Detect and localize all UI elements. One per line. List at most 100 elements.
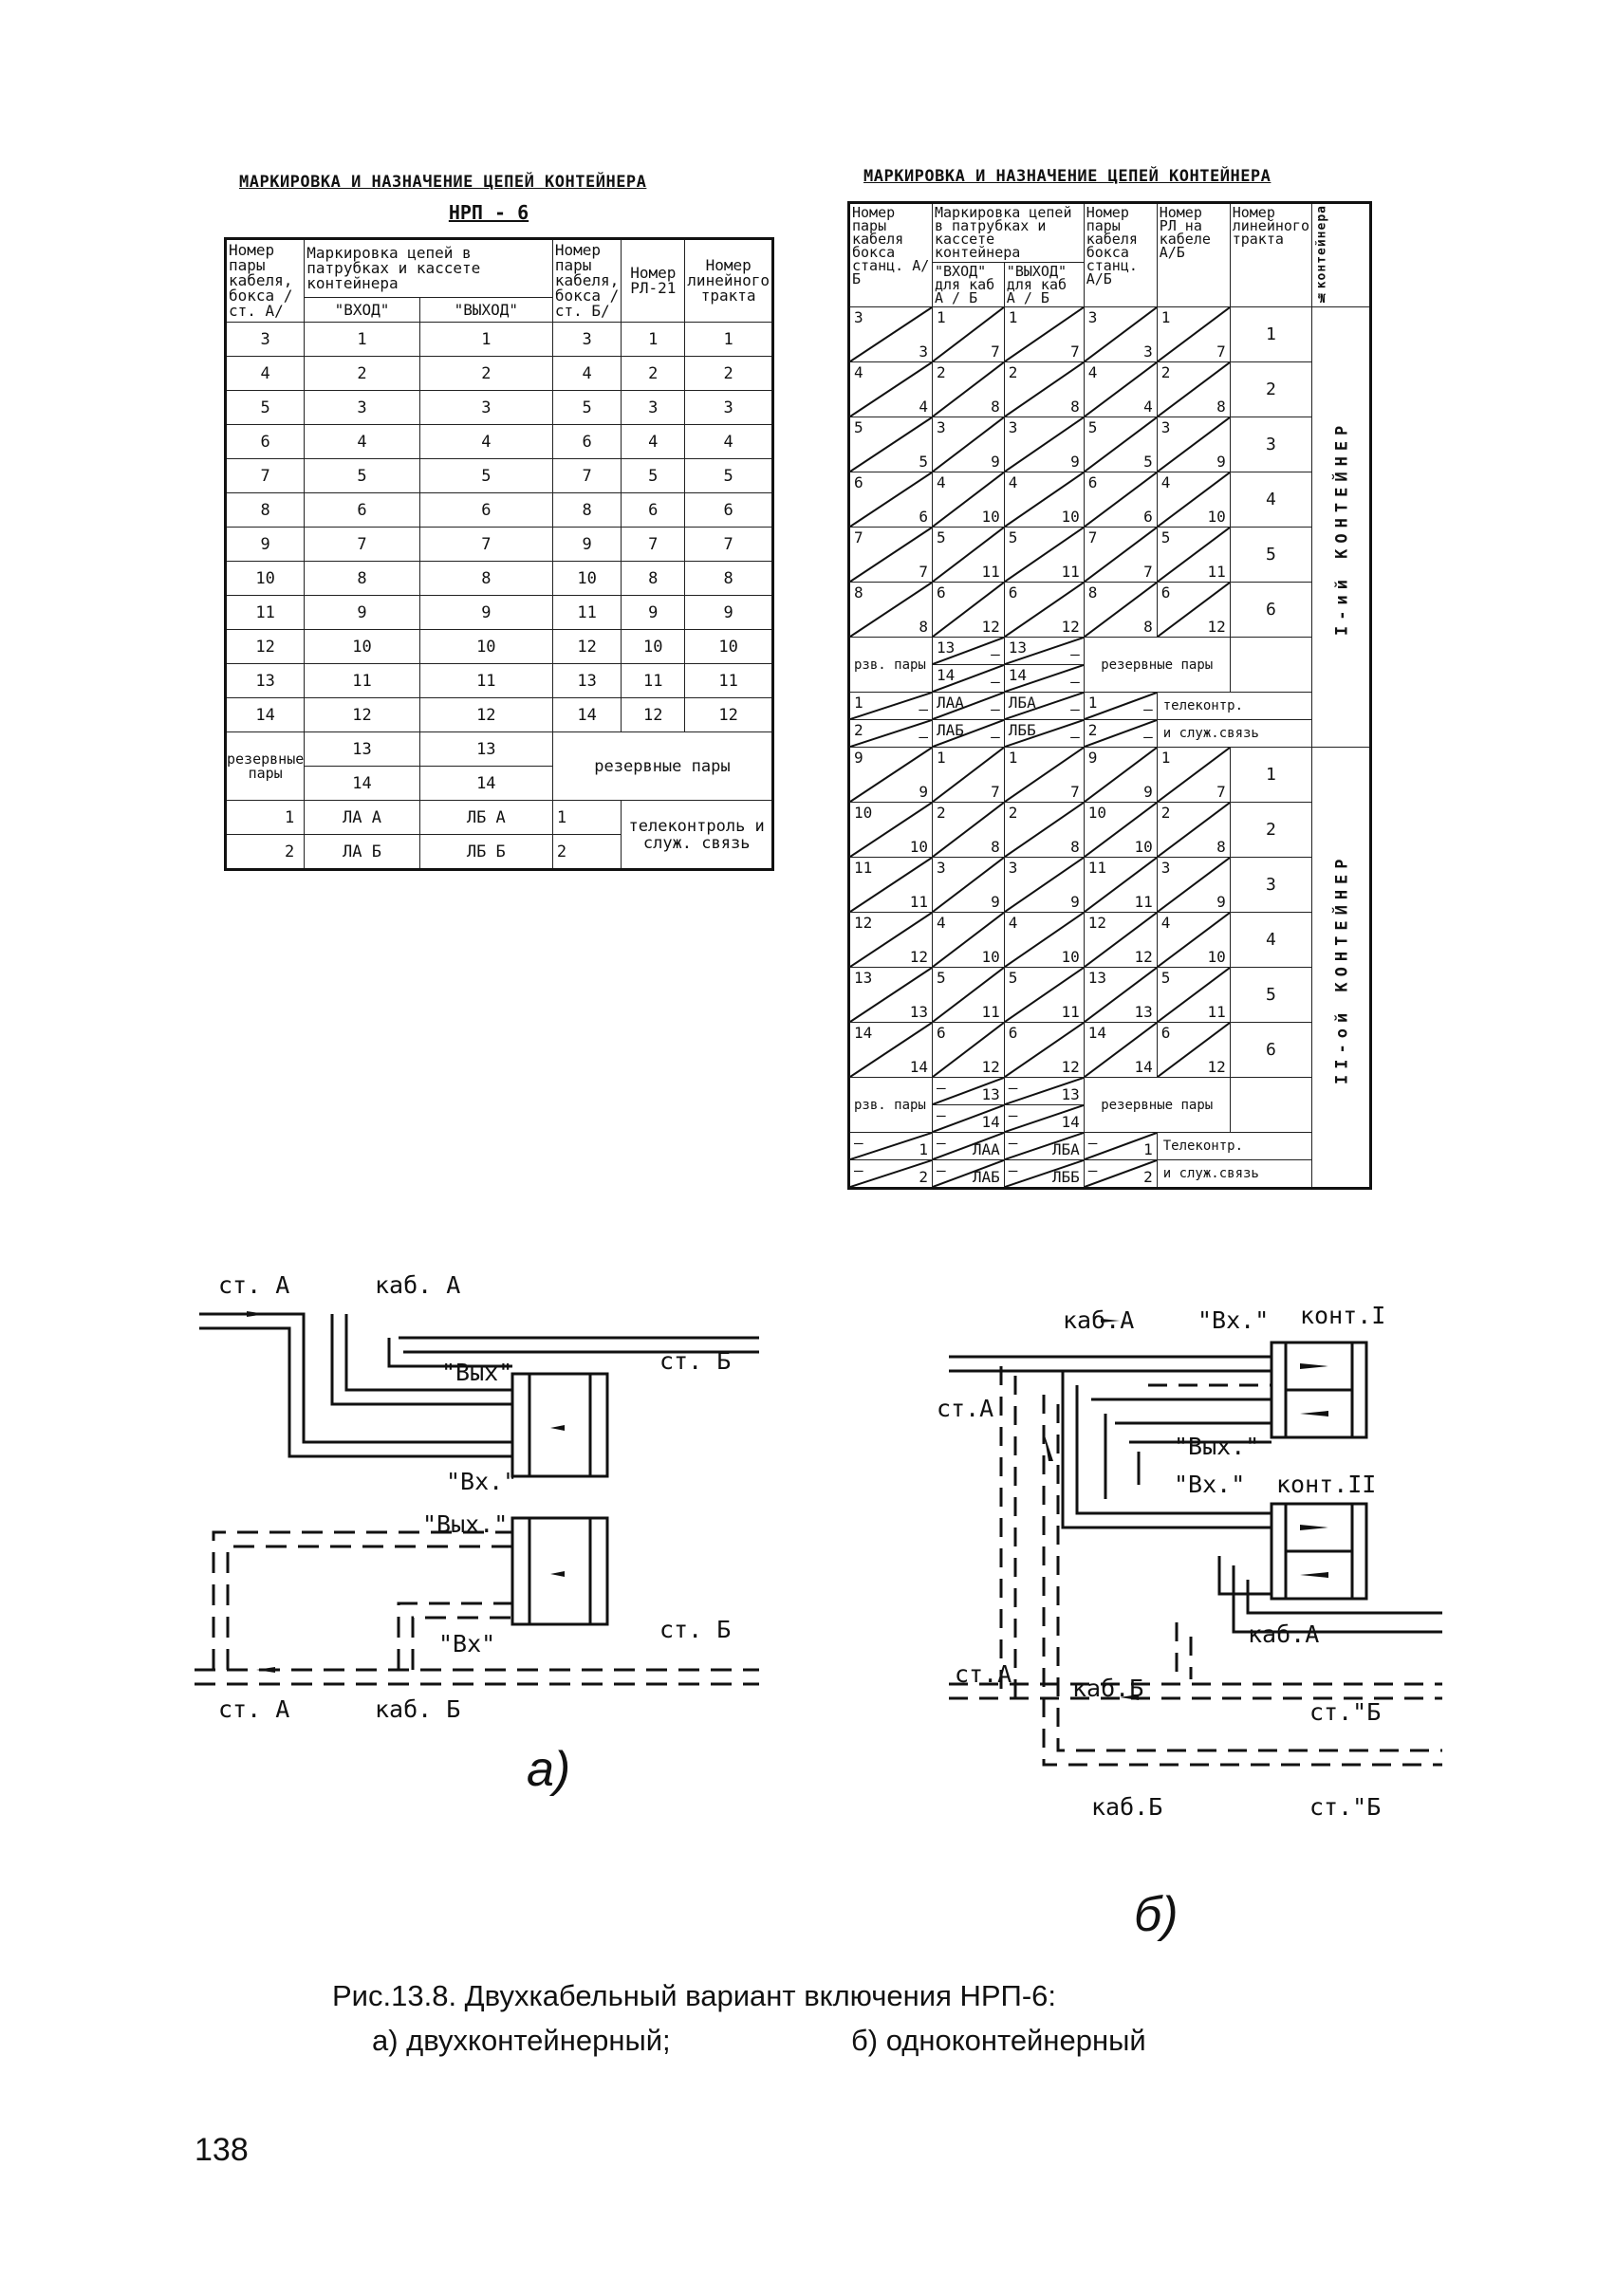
cell-diagonal: [850, 1133, 932, 1159]
table-cell: 4: [684, 424, 773, 459]
table-cell: 6: [1229, 1022, 1313, 1079]
reserve-label: резервные пары: [224, 731, 306, 801]
cell-diagonal: [1085, 417, 1157, 472]
cell-diagonal: [1158, 528, 1230, 582]
cell-top-value: 13: [1008, 639, 1028, 657]
cell-top-value: ЛАА: [937, 694, 964, 713]
cell-bottom-value: 5: [919, 453, 928, 472]
table-cell: 6: [1229, 582, 1313, 639]
cell-bottom-value: 6: [919, 508, 928, 527]
cell-diagonal: [1085, 362, 1157, 417]
cell-bottom-value: 1: [919, 1140, 928, 1159]
cell-diagonal: [1005, 968, 1084, 1022]
cell-bottom-value: 9: [1216, 453, 1226, 472]
diagram-b-vh: "Вх.": [1197, 1306, 1270, 1334]
cell-bottom-value: 8: [1070, 838, 1080, 857]
cell-bottom-value: 10: [981, 508, 1000, 527]
table-cell: 10: [551, 561, 622, 596]
diagonal-cell: 2–: [848, 719, 933, 749]
table-cell: 3: [621, 390, 686, 425]
table-cell: 7: [304, 527, 420, 562]
cell-top-value: 6: [1160, 583, 1171, 602]
cell-top-value: –: [1087, 1161, 1098, 1180]
cell-top-value: 5: [854, 418, 863, 437]
cell-diagonal: [933, 803, 1004, 857]
cell-diagonal: [1085, 803, 1157, 857]
table-cell: 6: [304, 492, 420, 528]
header-cont: №контейнера: [1311, 202, 1371, 307]
cell-bottom-value: 11: [1061, 563, 1080, 582]
reserve-text: резервные пары: [1083, 1077, 1231, 1134]
diagonal-cell: 14–: [932, 664, 1005, 694]
cell-diagonal: [1005, 665, 1084, 692]
cell-top-value: 1: [1160, 308, 1171, 327]
table-b-header-row: "ВХОД"для каб А / Б"ВЫХОД"для каб А / Б: [849, 261, 1371, 308]
container-2: [1270, 1502, 1368, 1601]
cell-top-value: 2: [937, 804, 946, 823]
cell-bottom-value: 11: [909, 893, 928, 912]
table-cell: 1: [418, 322, 553, 357]
cell-top-value: 3: [854, 308, 863, 327]
header-rl: Номер РЛ-21: [621, 238, 686, 323]
table-cell: 7: [551, 458, 622, 493]
cell-diagonal: [933, 665, 1004, 692]
diagram-a: [195, 1311, 759, 1686]
cell-top-value: –: [1087, 1134, 1098, 1153]
cell-diagonal: [850, 720, 932, 747]
cell-bottom-value: 9: [991, 893, 1000, 912]
cell-bottom-value: 10: [1207, 508, 1226, 527]
cell-top-value: 13: [937, 639, 956, 657]
table-cell: 1: [1229, 306, 1313, 363]
cell-diagonal: [1005, 1160, 1084, 1187]
table-cell: 12: [551, 629, 622, 664]
table-cell: 5: [621, 458, 686, 493]
cell-bottom-value: 7: [1216, 783, 1226, 802]
diagram-a-kab-b: каб. Б: [375, 1695, 461, 1723]
table-cell: 5: [224, 390, 306, 425]
reserve-text: резервные пары: [551, 731, 774, 801]
cell-diagonal: [1005, 693, 1084, 719]
cell-diagonal: [1085, 528, 1157, 582]
cell-bottom-value: 8: [1216, 398, 1226, 417]
table-row: –14–14: [849, 1104, 1371, 1134]
table-row: 14–14–: [849, 664, 1371, 694]
cell-diagonal: [1005, 1023, 1084, 1077]
table-cell: 2: [684, 356, 773, 391]
table-cell: 4: [551, 356, 622, 391]
cell-bottom-value: 13: [1061, 1085, 1080, 1104]
figure-caption-line1: Рис.13.8. Двухкабельный вариант включени…: [332, 1979, 1056, 2012]
reserve-label: рзв. пары: [848, 637, 933, 694]
diagonal-cell: ЛБА–: [1003, 692, 1085, 721]
cell-top-value: 5: [937, 528, 946, 547]
cell-bottom-value: 3: [1143, 343, 1153, 361]
table-cell: 13: [224, 663, 306, 698]
cell-diagonal: [933, 1023, 1004, 1077]
cell-diagonal: [1005, 528, 1084, 582]
table-cell: 3: [1229, 417, 1313, 473]
figure-caption-line2b: б) одноконтейнерный: [851, 2024, 1146, 2057]
table-cell: 13: [418, 731, 553, 767]
cell-top-value: ЛБА: [1008, 694, 1036, 713]
cell-diagonal: [850, 748, 932, 802]
cell-diagonal: [1085, 472, 1157, 527]
cell-top-value: 11: [854, 859, 873, 878]
table-cell: [1229, 1077, 1313, 1134]
diagram-b-vyh: "Вых.": [1174, 1433, 1260, 1460]
table-cell: 11: [551, 595, 622, 630]
